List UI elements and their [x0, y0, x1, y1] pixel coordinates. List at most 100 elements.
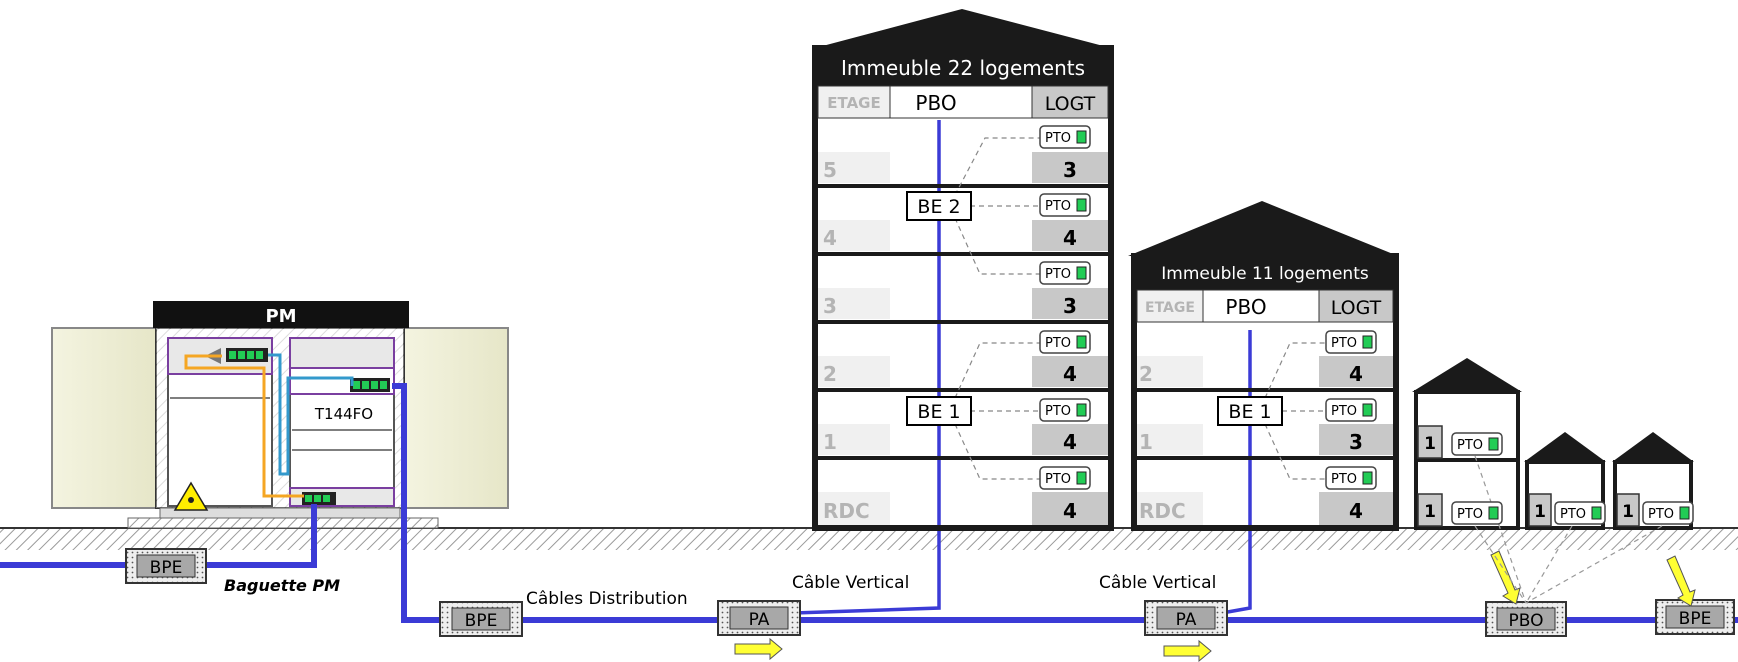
b11-logt-2: 4: [1349, 362, 1363, 386]
baguette-pm-cable: [200, 504, 317, 568]
b22-logt-2: 4: [1063, 362, 1077, 386]
b11-logt-rdc: 4: [1349, 499, 1363, 523]
b22-etage-1: 1: [823, 430, 837, 454]
pto-led-icon: [1076, 471, 1087, 485]
pm-title: PM: [265, 306, 296, 327]
patch-cord-blue: [268, 353, 354, 476]
arrow-down-icon: [1666, 555, 1696, 607]
pto-outlet: PTO: [1039, 193, 1091, 217]
pm-door-right: [403, 327, 509, 509]
vertical-cable-b22: [793, 120, 941, 615]
b22-header-logt: LOGT: [1045, 93, 1096, 115]
b11-be1-label: BE 1: [1228, 401, 1271, 423]
arrow-right-icon: [1163, 639, 1212, 662]
b22-be2-label: BE 2: [917, 196, 960, 218]
bpe-box-1: BPE: [125, 548, 207, 584]
pto-label: PTO: [1331, 336, 1357, 351]
b11-header-logt: LOGT: [1331, 297, 1382, 319]
pto-label: PTO: [1045, 267, 1071, 282]
vertical-cable-b11: [1221, 330, 1252, 615]
b11-drop-cables: [1264, 342, 1326, 480]
label-cable-vertical-2: Câble Vertical: [1099, 573, 1216, 593]
b22-be1-label: BE 1: [917, 401, 960, 423]
pto-led-icon: [1076, 198, 1087, 212]
pto-label: PTO: [1045, 472, 1071, 487]
pto-outlet: PTO: [1039, 261, 1091, 285]
houses: 1 1 1 1: [1412, 358, 1694, 604]
house-1-upper-count: 1: [1424, 434, 1436, 454]
pto-outlet: PTO: [1039, 466, 1091, 490]
svg-text:PBO: PBO: [1509, 611, 1544, 631]
tiroir-label: T144FO: [314, 405, 373, 423]
building-11-roof: [1128, 201, 1398, 256]
b22-drop-cables: [954, 137, 1040, 480]
pm-cabinet: PM T144FO: [51, 301, 509, 529]
b22-etage-4: 4: [823, 226, 837, 250]
distribution-cable-from-pm: [392, 383, 445, 623]
b22-header-pbo: PBO: [915, 91, 956, 115]
pto-led-icon: [1362, 403, 1373, 417]
ground: [0, 527, 1738, 550]
pto-label: PTO: [1560, 507, 1586, 522]
b11-etage-rdc: RDC: [1139, 499, 1186, 523]
b11-etage-1: 1: [1139, 430, 1153, 454]
house-2-roof: [1524, 432, 1606, 462]
bpe-box-2: BPE: [439, 601, 523, 637]
pto-outlet: PTO: [1039, 398, 1091, 422]
pto-label: PTO: [1457, 438, 1483, 453]
pto-label: PTO: [1045, 336, 1071, 351]
b11-logt-1: 3: [1349, 430, 1363, 454]
pto-label: PTO: [1045, 199, 1071, 214]
building-22-logements: Immeuble 22 logements ETAGE PBO LOGT: [812, 9, 1114, 531]
pto-label: PTO: [1457, 507, 1483, 522]
b22-logt-1: 4: [1063, 430, 1077, 454]
b22-logt-3: 3: [1063, 294, 1077, 318]
b22-etage-rdc: RDC: [823, 499, 870, 523]
laser-warning-icon: [173, 481, 209, 511]
pm-door-left: [51, 327, 157, 509]
svg-text:BPE: BPE: [150, 558, 183, 578]
b11-header-etage: ETAGE: [1145, 300, 1195, 316]
pa-box-2: PA: [1144, 600, 1228, 636]
baguette-pm-caption: Baguette PM: [224, 576, 340, 595]
pto-label: PTO: [1648, 507, 1674, 522]
house-drop-cables: [1474, 455, 1663, 604]
b11-header-pbo: PBO: [1225, 295, 1266, 319]
building-11-title: Immeuble 11 logements: [1161, 264, 1369, 284]
b22-be1-box: [906, 396, 972, 426]
fiber-cables: [0, 383, 1738, 623]
b22-logt-4: 4: [1063, 226, 1077, 250]
svg-text:BPE: BPE: [465, 611, 498, 631]
tiroir-connector-top: [350, 378, 390, 392]
b22-etage-5: 5: [823, 158, 837, 182]
building-22-title: Immeuble 22 logements: [841, 56, 1085, 80]
house-3-roof: [1612, 432, 1694, 462]
house-2-count: 1: [1534, 502, 1546, 522]
svg-text:PA: PA: [1176, 610, 1197, 630]
pto-outlet: PTO: [1642, 501, 1694, 525]
label-cable-vertical-1: Câble Vertical: [792, 573, 909, 593]
b11-etage-2: 2: [1139, 362, 1153, 386]
pto-led-icon: [1679, 506, 1690, 520]
b11-be1-box: [1217, 396, 1283, 426]
label-cables-distribution: Câbles Distribution: [526, 589, 688, 609]
arrow-down-icon: [1490, 550, 1521, 605]
svg-text:PA: PA: [749, 610, 770, 630]
house-1-lower-count: 1: [1424, 502, 1436, 522]
pto-led-icon: [1362, 471, 1373, 485]
pm-title-bar: [153, 301, 409, 328]
b22-etage-2: 2: [823, 362, 837, 386]
pto-label: PTO: [1331, 472, 1357, 487]
pto-led-icon: [1076, 130, 1087, 144]
pto-label: PTO: [1045, 131, 1071, 146]
bpe-box-3: BPE: [1655, 599, 1735, 635]
pto-led-icon: [1362, 335, 1373, 349]
pto-outlet: PTO: [1325, 330, 1377, 354]
pto-led-icon: [1076, 403, 1087, 417]
svg-text:BPE: BPE: [1679, 609, 1712, 629]
b22-header-etage: ETAGE: [827, 94, 880, 112]
pto-outlet: PTO: [1325, 398, 1377, 422]
pto-outlet: PTO: [1554, 501, 1606, 525]
pto-led-icon: [1076, 266, 1087, 280]
